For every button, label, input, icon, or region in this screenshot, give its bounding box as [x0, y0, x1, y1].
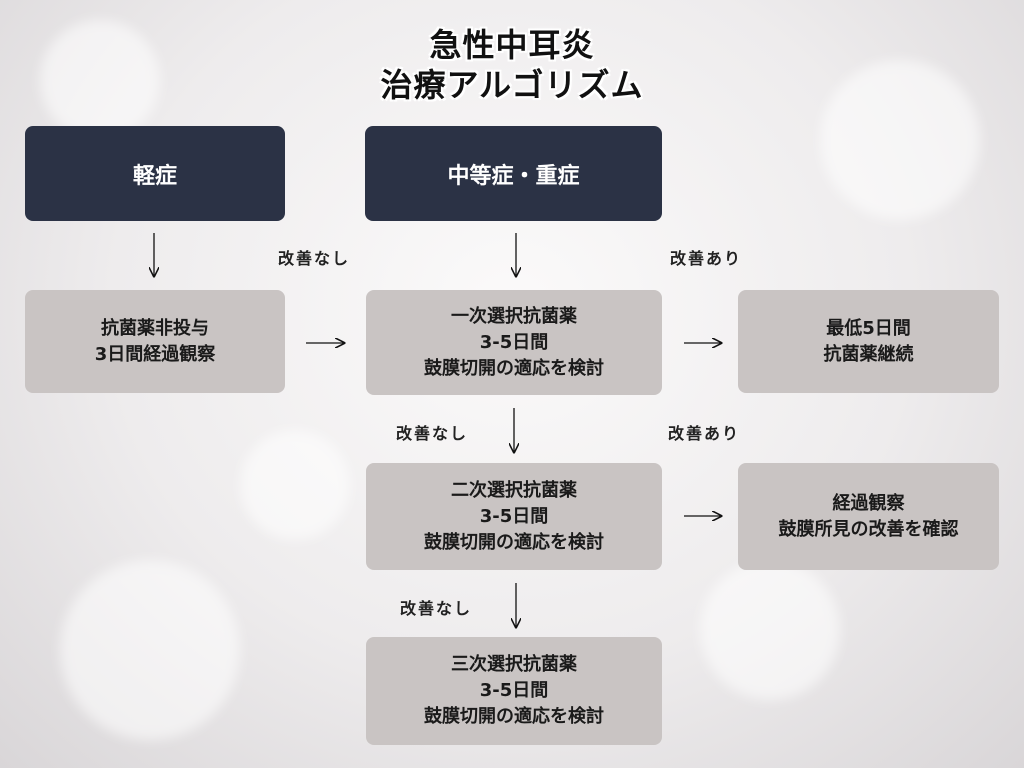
edge-label-improvement-1: 改善あり: [670, 249, 743, 268]
third-line-box: 三次選択抗菌薬 3-5日間 鼓膜切開の適応を検討: [366, 637, 662, 745]
continue-box: 最低5日間 抗菌薬継続: [738, 290, 999, 393]
observe-box: 抗菌薬非投与 3日間経過観察: [25, 290, 285, 393]
continue-line2: 抗菌薬継続: [823, 343, 914, 365]
second-line-line3: 鼓膜切開の適応を検討: [424, 531, 604, 553]
moderate-severe-header-box: 中等症・重症: [365, 126, 662, 221]
second-line-box: 二次選択抗菌薬 3-5日間 鼓膜切開の適応を検討: [366, 463, 662, 570]
followup-line1: 経過観察: [832, 492, 905, 514]
background-bokeh: [820, 60, 980, 220]
mild-header-label: 軽症: [132, 163, 177, 189]
followup-line2: 鼓膜所見の改善を確認: [778, 518, 959, 540]
third-line-line1: 三次選択抗菌薬: [451, 654, 577, 675]
edge-label-no-improvement-2: 改善なし: [396, 424, 469, 443]
background-bokeh: [40, 20, 160, 140]
page-title-line1: 急性中耳炎: [429, 26, 595, 64]
background-bokeh: [240, 430, 350, 540]
first-line-line1: 一次選択抗菌薬: [451, 305, 577, 327]
moderate-severe-header-label: 中等症・重症: [447, 163, 580, 189]
background-bokeh: [700, 560, 840, 700]
continue-line1: 最低5日間: [826, 317, 911, 339]
followup-box: 経過観察 鼓膜所見の改善を確認: [738, 463, 999, 570]
edge-label-improvement-2: 改善あり: [668, 424, 741, 443]
edge-label-no-improvement-1: 改善なし: [278, 249, 351, 268]
observe-line1: 抗菌薬非投与: [101, 317, 209, 339]
page-title-line2: 治療アルゴリズム: [380, 66, 644, 104]
second-line-line2: 3-5日間: [479, 505, 549, 527]
third-line-line2: 3-5日間: [479, 680, 549, 701]
edge-label-no-improvement-3: 改善なし: [400, 599, 473, 618]
mild-header-box: 軽症: [25, 126, 285, 221]
background-bokeh: [60, 560, 240, 740]
second-line-line1: 二次選択抗菌薬: [451, 479, 577, 501]
third-line-line3: 鼓膜切開の適応を検討: [424, 706, 604, 727]
first-line-box: 一次選択抗菌薬 3-5日間 鼓膜切開の適応を検討: [366, 290, 662, 395]
first-line-line2: 3-5日間: [479, 331, 549, 353]
observe-line2: 3日間経過観察: [94, 343, 216, 365]
first-line-line3: 鼓膜切開の適応を検討: [424, 357, 604, 379]
